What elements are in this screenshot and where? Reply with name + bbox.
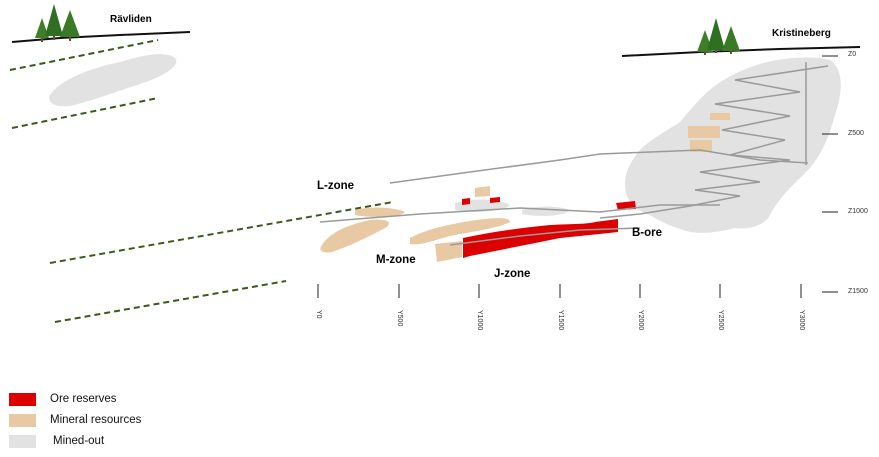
legend-swatch-mineral-resources <box>9 414 36 427</box>
ground-surface-right <box>621 46 861 57</box>
site-label-kristineberg: Kristineberg <box>772 28 831 39</box>
distance-tick-label: Y3000 <box>798 310 805 331</box>
legend-label-ore-reserves: Ore reserves <box>50 393 117 405</box>
distance-tick-label: Y2500 <box>717 310 724 331</box>
depth-tick-label: Z500 <box>848 130 864 137</box>
distance-tick-label: Y500 <box>396 310 403 327</box>
tree-icon <box>697 18 740 55</box>
legend-swatch-mined-out <box>9 435 36 448</box>
depth-tick-label: Z1000 <box>848 208 868 215</box>
distance-tick-label: Y1500 <box>557 310 564 331</box>
distance-tick-label: Y2000 <box>637 310 644 331</box>
mine-workings <box>319 62 829 246</box>
distance-tick-label: Y1000 <box>476 310 483 331</box>
legend-label-mineral-resources: Mineral resources <box>50 414 142 426</box>
mined-out-ravliden <box>49 54 177 107</box>
site-label-ravliden: Rävliden <box>110 14 152 25</box>
zone-label-m: M-zone <box>376 254 416 266</box>
depth-tick-label: Z1500 <box>848 288 868 295</box>
distance-axis <box>317 284 802 298</box>
mined-out-kristineberg <box>625 57 841 233</box>
zone-label-l: L-zone <box>317 180 355 192</box>
legend-swatch-ore-reserves <box>9 393 36 406</box>
ore-lens-lines <box>9 39 394 323</box>
zone-label-j: J-zone <box>494 268 531 280</box>
ground-surface-left <box>11 31 191 43</box>
distance-tick-label: Y0 <box>315 310 322 319</box>
depth-axis <box>822 55 838 293</box>
legend-label-mined-out: Mined-out <box>53 435 105 447</box>
zone-label-b: B-ore <box>632 227 663 239</box>
tree-icon <box>35 4 80 42</box>
depth-tick-label: Z0 <box>848 51 857 58</box>
